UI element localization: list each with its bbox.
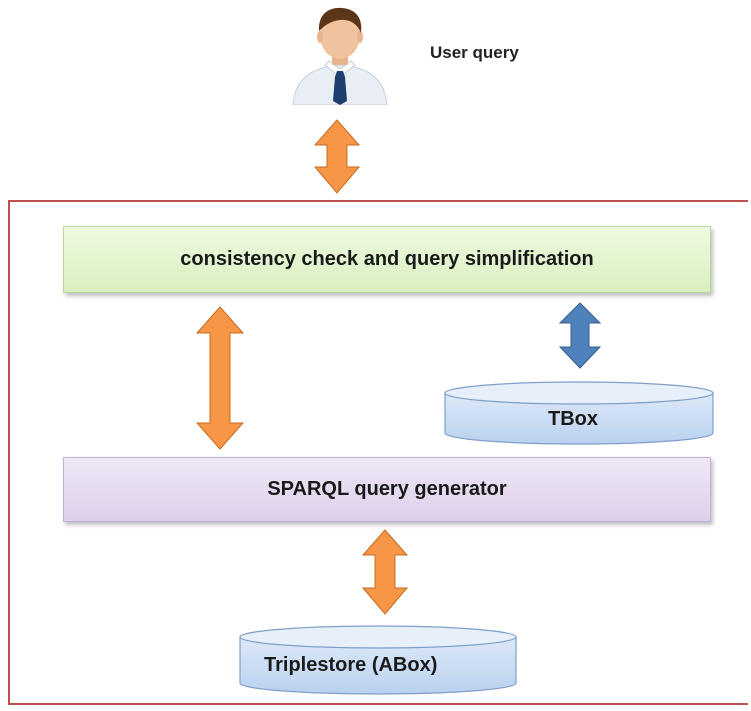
abox-database-icon [239,625,517,695]
tbox-label: TBox [548,408,598,430]
user-icon [292,7,388,105]
consistency-tbox-arrow [558,302,602,369]
system-boundary [8,200,748,705]
consistency-check-box: consistency check and query simplificati… [63,226,711,293]
consistency-check-label: consistency check and query simplificati… [180,248,594,270]
sparql-generator-box: SPARQL query generator [63,457,711,522]
consistency-sparql-arrow [195,306,245,450]
sparql-generator-label: SPARQL query generator [267,478,507,500]
user-query-label: User query [430,43,519,62]
abox-label: Triplestore (ABox) [264,654,438,676]
user-consistency-arrow [313,119,361,194]
sparql-abox-arrow [361,529,409,615]
tbox-database-icon [444,381,714,445]
